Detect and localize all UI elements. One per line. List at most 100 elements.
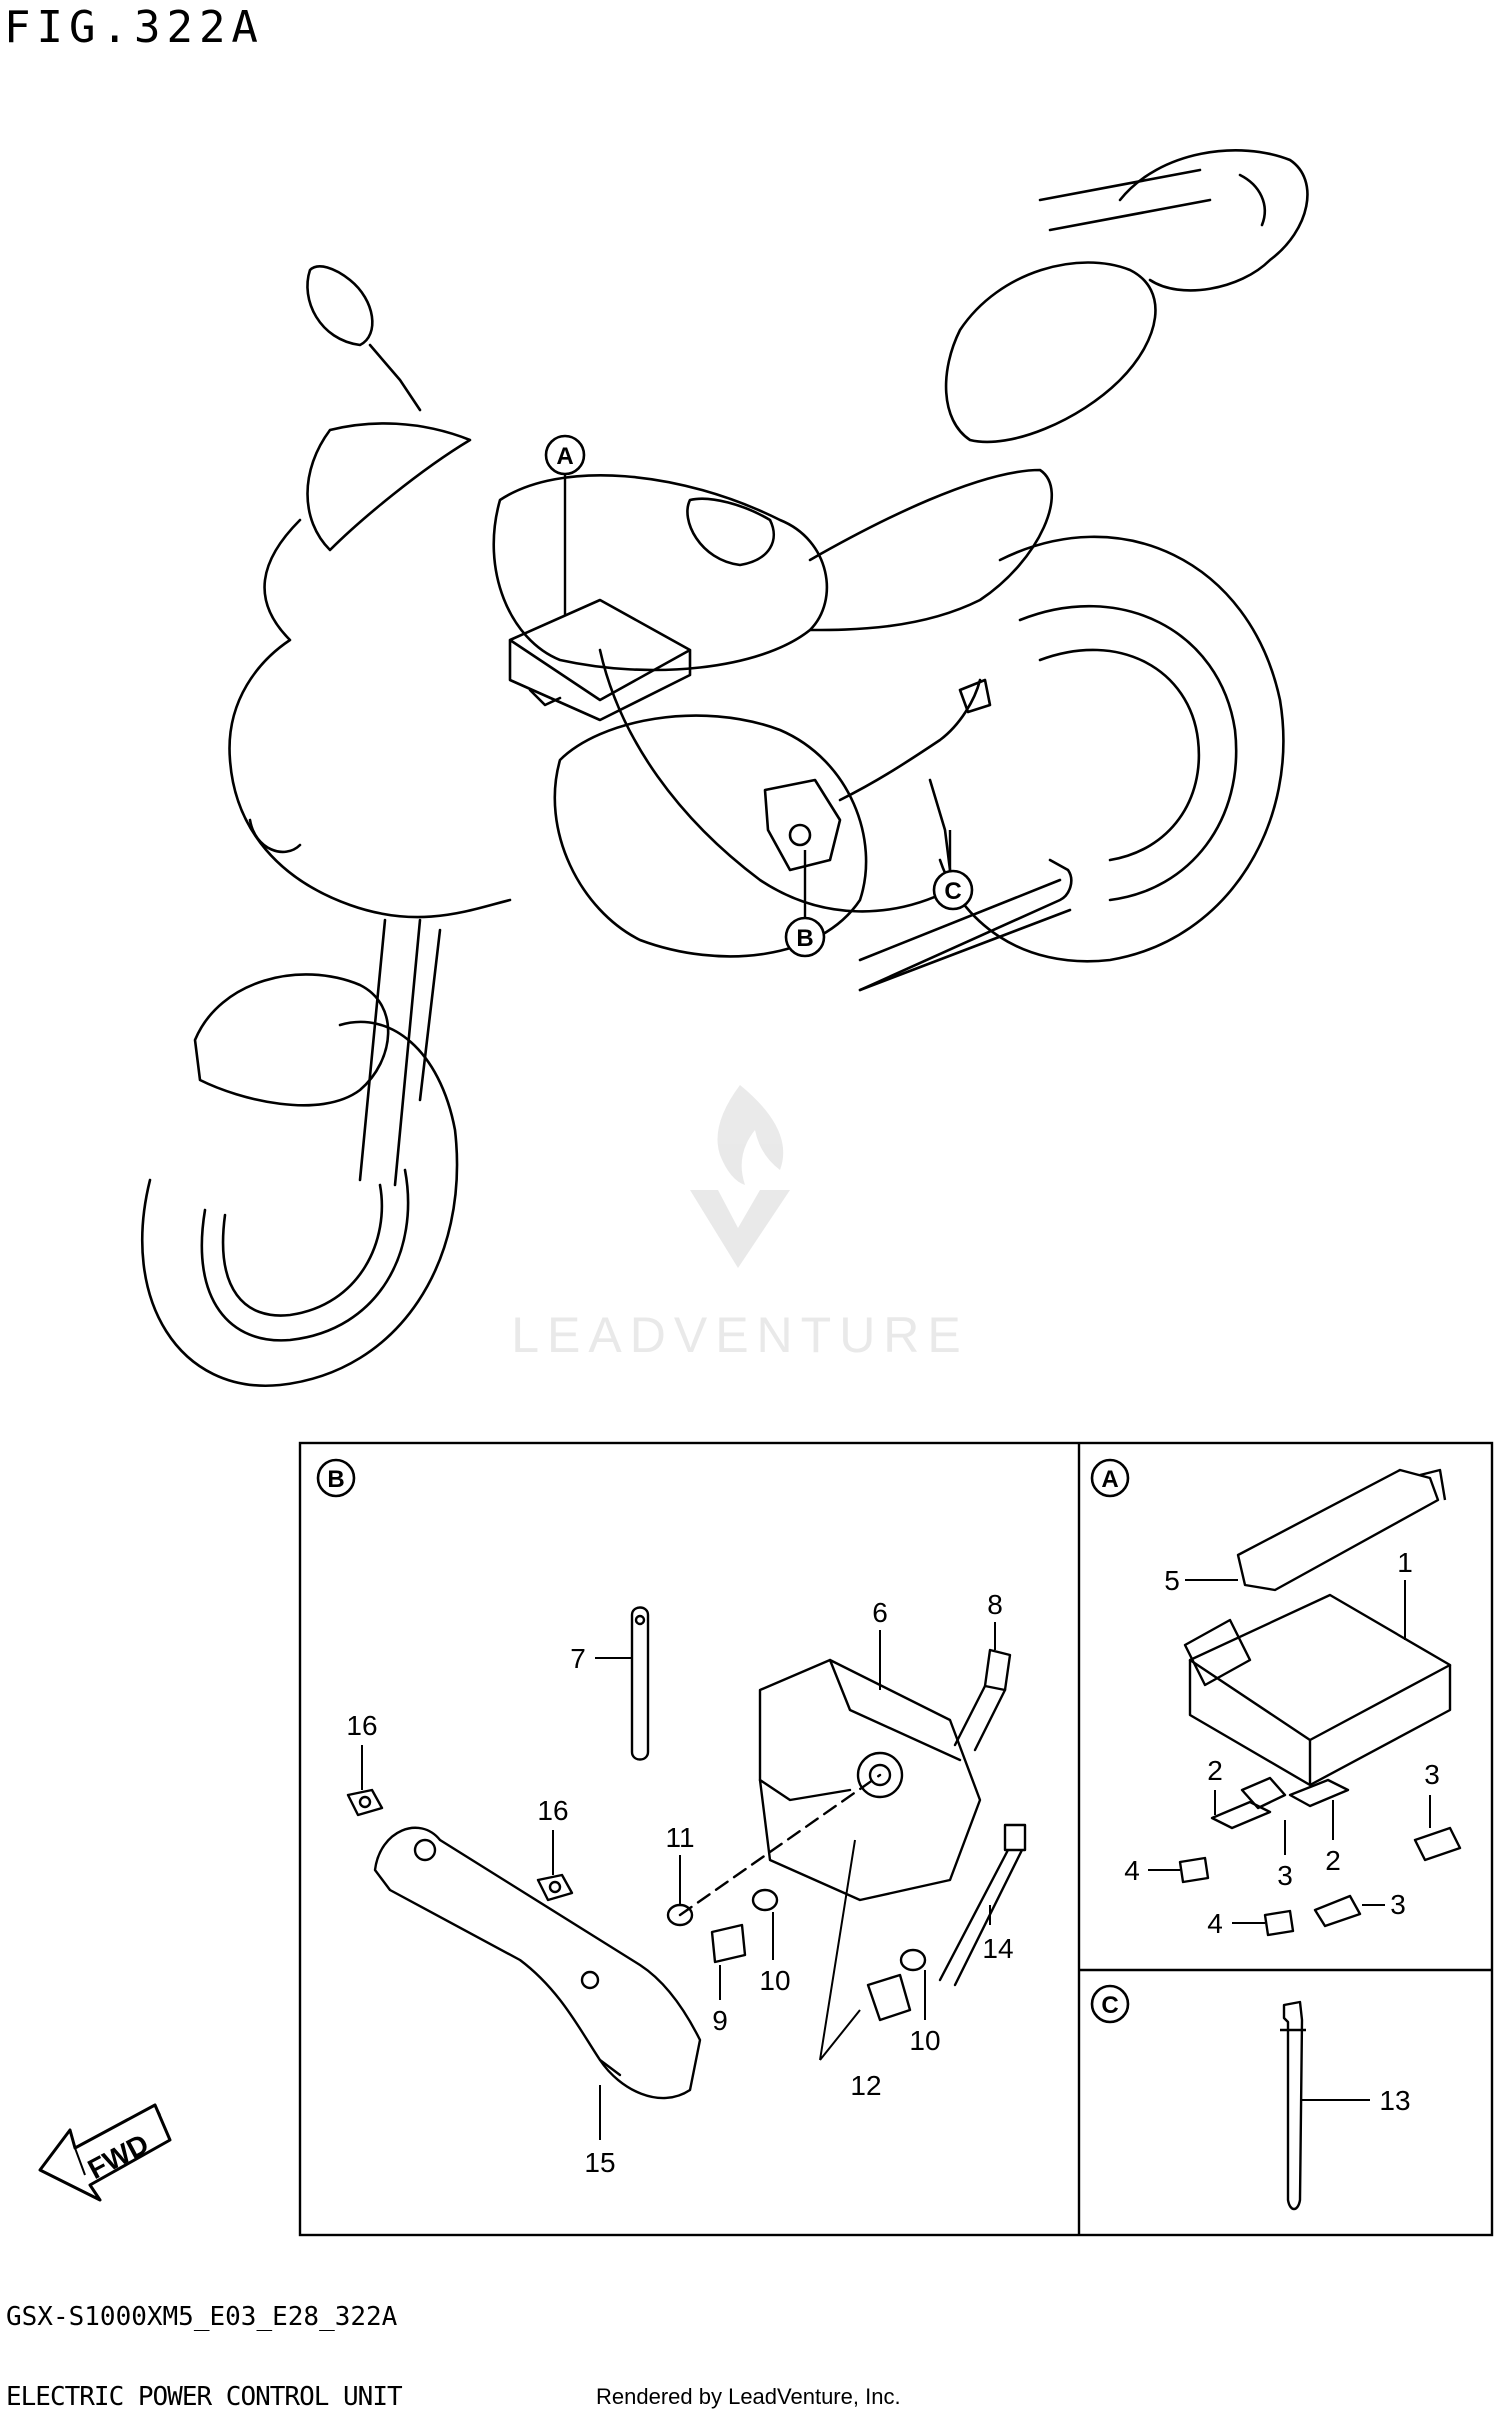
- label-16a: 16: [346, 1710, 377, 1741]
- engine-block: [553, 714, 868, 958]
- label-9: 9: [712, 2005, 728, 2036]
- figure-caption: ELECTRIC POWER CONTROL UNIT: [6, 2382, 403, 2412]
- watermark-text: LEADVENTURE: [511, 1307, 969, 1363]
- headlight: [248, 818, 302, 854]
- swingarm: [858, 878, 1072, 992]
- exhaust-pipe: [858, 858, 1073, 992]
- panel-a-parts: [1178, 1468, 1462, 1937]
- part-3-cushion-c: [1413, 1826, 1462, 1862]
- harness-connector: [958, 678, 992, 714]
- callout-b-label: B: [796, 925, 813, 952]
- fwd-arrow: FWD: [38, 2103, 172, 2202]
- front-rim: [221, 1183, 384, 1317]
- part-10-washer-b: [899, 1948, 927, 1972]
- part-12-grommet: [866, 1973, 912, 2022]
- panel-a-circle: [1090, 1458, 1130, 1498]
- rear-rim: [1038, 648, 1201, 862]
- main-frame: [598, 648, 952, 913]
- part-2-pad-a: [1210, 1800, 1272, 1830]
- panel-b-parts: [346, 1606, 1027, 2100]
- model-code: GSX-S1000XM5_E03_E28_322A: [6, 2302, 398, 2332]
- label-4b: 4: [1207, 1908, 1223, 1939]
- rear-tire: [938, 535, 1285, 963]
- right-mirror: [686, 497, 776, 567]
- mirror-stalk: [368, 343, 422, 412]
- rider-seat: [808, 468, 1054, 632]
- ecu-unit: [508, 598, 692, 722]
- front-tire-inner: [200, 1168, 410, 1342]
- fuel-tank: [492, 474, 829, 672]
- tail-section: [1118, 149, 1309, 292]
- fwd-arrow-icon: [38, 2103, 172, 2202]
- tail-light: [1238, 173, 1267, 227]
- part-3-cushion-b: [1313, 1894, 1362, 1928]
- harness-to-c: [928, 778, 952, 872]
- part-4-block-a: [1178, 1856, 1210, 1884]
- part-1-connector: [1183, 1618, 1252, 1687]
- label-3b: 3: [1424, 1759, 1440, 1790]
- part-9-collar: [710, 1923, 747, 1964]
- passenger-seat: [944, 261, 1157, 444]
- label-7: 7: [570, 1643, 586, 1674]
- callout-a-label: A: [556, 443, 573, 470]
- detail-panels: [298, 1441, 1494, 2237]
- label-4a: 4: [1124, 1855, 1140, 1886]
- panel-labels: B A C: [316, 1458, 1130, 2024]
- rear-grab-rail: [1038, 168, 1212, 232]
- part-2-pad-b: [1288, 1778, 1350, 1808]
- part-1-ecu: [1188, 1593, 1452, 1742]
- label-2b: 2: [1325, 1845, 1341, 1876]
- label-11: 11: [665, 1822, 694, 1853]
- callout-a-circle: [544, 434, 586, 476]
- front-fairing: [228, 518, 512, 919]
- part-15-bracket: [373, 1826, 702, 2100]
- part-16-nut-b: [536, 1873, 574, 1902]
- left-mirror: [306, 265, 374, 347]
- part-16-nut-a: [346, 1788, 384, 1817]
- callout-b-circle: [784, 916, 826, 958]
- front-tire: [141, 1020, 459, 1388]
- callout-c-circle: [932, 869, 974, 911]
- epc-module: [763, 778, 842, 872]
- epc-module-bolt: [788, 823, 812, 847]
- label-14: 14: [982, 1933, 1013, 1964]
- label-8: 8: [987, 1589, 1003, 1620]
- front-fender: [193, 973, 390, 1107]
- watermark-flame-icon: [717, 1085, 784, 1185]
- label-3c: 3: [1390, 1889, 1406, 1920]
- part-13-cable-tie: [1282, 2000, 1304, 2211]
- wire-harness: [838, 678, 982, 802]
- label-5: 5: [1164, 1565, 1180, 1596]
- figure-title: FIG.322A: [4, 2, 264, 53]
- label-3a: 3: [1277, 1860, 1293, 1891]
- part-7-rod: [630, 1606, 650, 1761]
- rear-tire-inner: [1018, 604, 1238, 902]
- panel-b-label: B: [327, 1466, 344, 1493]
- panel-c-parts: [1280, 2000, 1306, 2211]
- label-13: 13: [1379, 2085, 1410, 2116]
- label-10a: 10: [759, 1965, 790, 1996]
- motorcycle-illustration: [141, 149, 1309, 1388]
- leadventure-watermark: LEADVENTURE: [511, 1085, 969, 1363]
- detail-frame-outer: [298, 1441, 1494, 2237]
- part-5-strap: [1236, 1468, 1440, 1592]
- label-1: 1: [1397, 1547, 1413, 1578]
- part-4-block-b: [1263, 1909, 1295, 1937]
- render-credit: Rendered by LeadVenture, Inc.: [596, 2384, 901, 2409]
- panel-a-labels: 5 1 2 2 3 3 3 4 4: [1124, 1547, 1440, 1939]
- part-10-washer-a: [751, 1888, 779, 1912]
- label-2a: 2: [1207, 1755, 1223, 1786]
- label-16b: 16: [537, 1795, 568, 1826]
- label-15: 15: [584, 2147, 615, 2178]
- callout-c-label: C: [944, 878, 961, 905]
- label-10b: 10: [909, 2025, 940, 2056]
- part-8-bolt: [983, 1648, 1012, 1692]
- part-6-boss: [856, 1751, 904, 1799]
- panel-b-circle: [316, 1458, 356, 1498]
- part-6-control-unit: [758, 1658, 982, 1902]
- assembly-axis: [678, 1773, 882, 1917]
- windscreen: [306, 422, 472, 552]
- panel-c-labels: 13: [1302, 2085, 1411, 2116]
